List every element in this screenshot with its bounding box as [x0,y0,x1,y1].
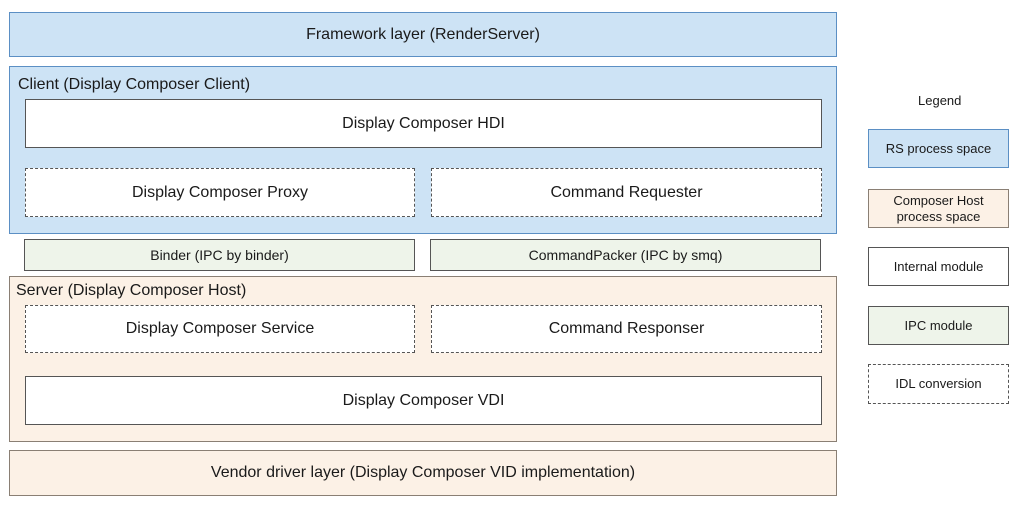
legend-rs-label: RS process space [885,140,992,156]
binder-ipc-label: Binder (IPC by binder) [150,247,289,263]
legend-host-line2: process space [896,208,981,224]
display-composer-vdi-box: Display Composer VDI [25,376,822,425]
display-composer-proxy-box: Display Composer Proxy [25,168,415,217]
vendor-driver-layer-box: Vendor driver layer (Display Composer VI… [9,450,837,496]
command-requester-label: Command Requester [550,183,703,201]
legend-title: Legend [918,93,962,108]
client-container: Client (Display Composer Client) Display… [9,66,837,234]
display-composer-proxy-label: Display Composer Proxy [131,183,309,201]
command-responser-label: Command Responser [548,320,705,337]
legend-composer-host-process-space: Composer Host process space [868,189,1009,228]
command-packer-label: CommandPacker (IPC by smq) [528,247,723,263]
legend-idl-label: IDL conversion [895,376,982,391]
legend-rs-process-space: RS process space [868,129,1009,168]
legend-host-label: Composer Host process space [893,193,983,225]
framework-layer-label: Framework layer (RenderServer) [306,25,540,43]
command-packer-box: CommandPacker (IPC by smq) [430,239,821,271]
legend-ipc-module: IPC module [868,306,1009,345]
command-responser-box: Command Responser [431,305,822,353]
legend-host-line1: Composer Host [893,192,984,208]
display-composer-service-box: Display Composer Service [25,305,415,353]
display-composer-service-label: Display Composer Service [125,320,315,337]
command-requester-box: Command Requester [431,168,822,217]
legend-internal-module: Internal module [868,247,1009,286]
vendor-driver-layer-label: Vendor driver layer (Display Composer VI… [210,464,636,481]
client-title: Client (Display Composer Client) [18,76,251,93]
display-composer-hdi-box: Display Composer HDI [25,99,822,148]
framework-layer-box: Framework layer (RenderServer) [9,12,837,57]
display-composer-hdi-label: Display Composer HDI [342,114,505,132]
legend-ipc-label: IPC module [904,317,973,333]
binder-ipc-box: Binder (IPC by binder) [24,239,415,271]
display-composer-vdi-label: Display Composer VDI [342,391,505,409]
legend-internal-label: Internal module [893,258,984,274]
server-title: Server (Display Composer Host) [16,282,247,299]
legend-idl-conversion: IDL conversion [868,364,1009,404]
server-container: Server (Display Composer Host) Display C… [9,276,837,442]
